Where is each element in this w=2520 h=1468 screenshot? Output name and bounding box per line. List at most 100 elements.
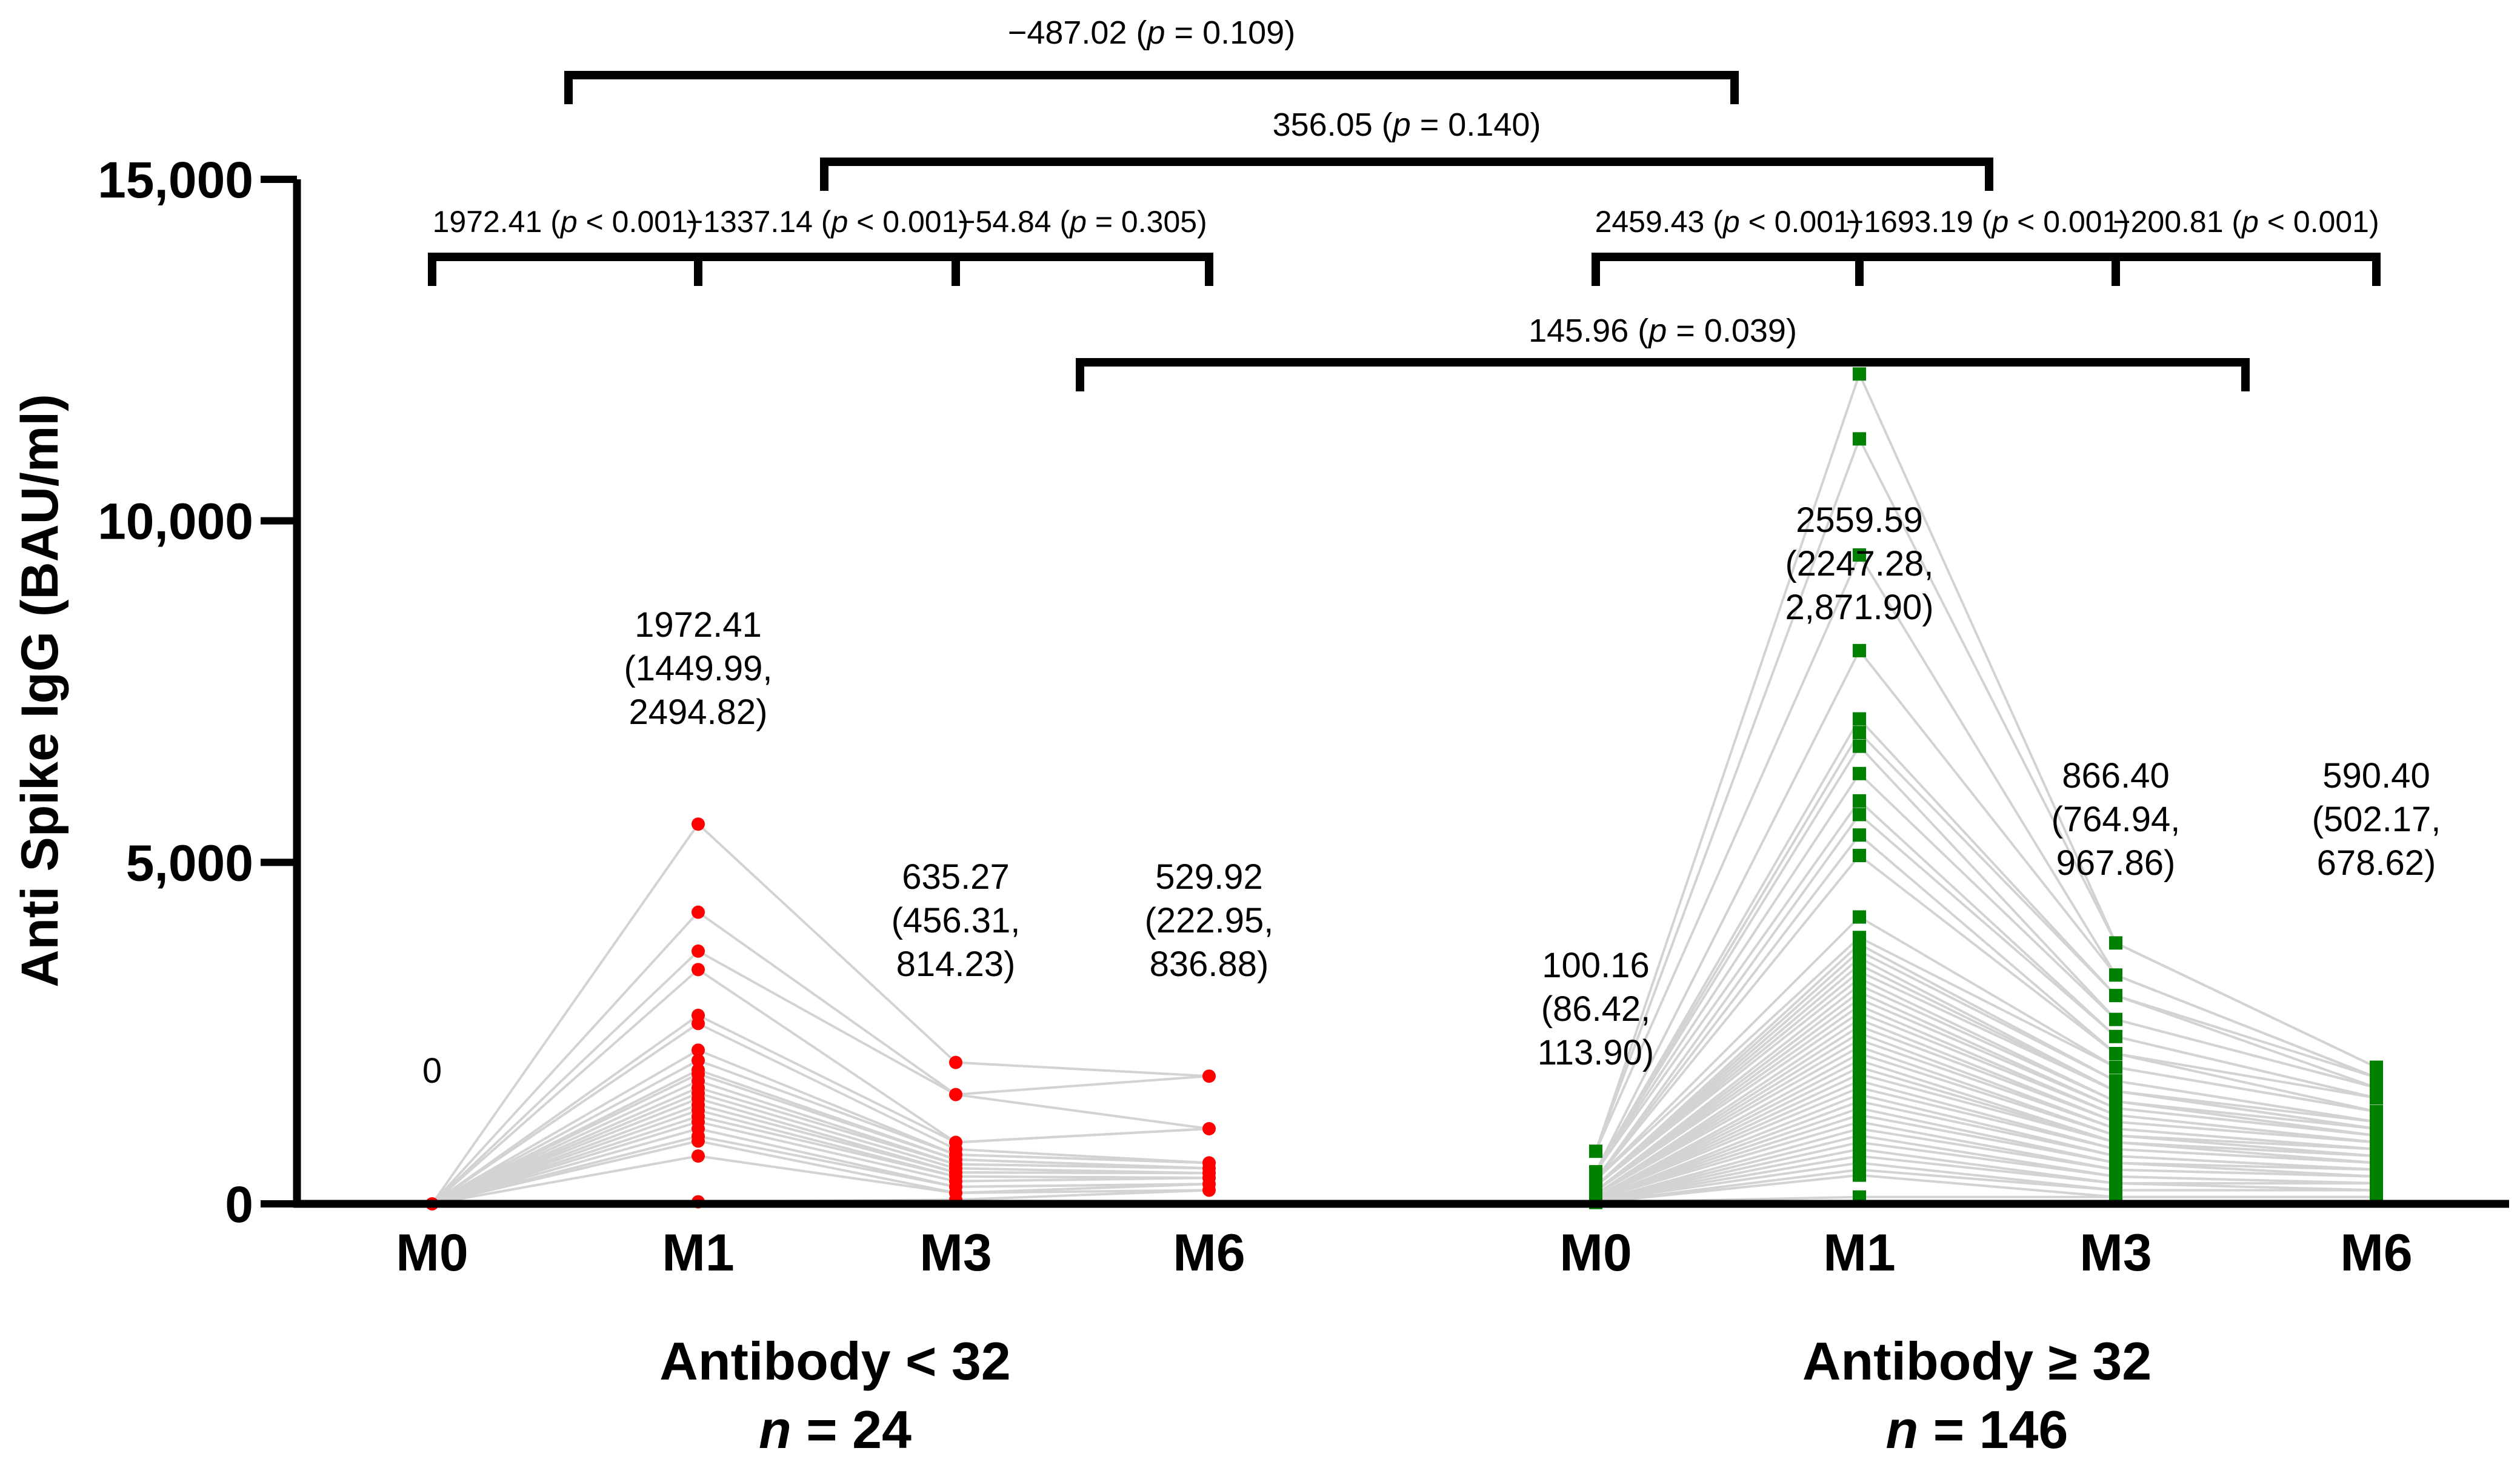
subject-trajectory-line bbox=[1595, 854, 2377, 1181]
data-point bbox=[1589, 1144, 1602, 1158]
data-points bbox=[425, 367, 2383, 1211]
median-annotation: (1449.99, bbox=[624, 649, 772, 688]
subject-trajectory-line bbox=[1595, 1120, 2377, 1201]
subject-trajectory-line bbox=[1595, 744, 2377, 1173]
data-point bbox=[692, 1134, 705, 1148]
data-point bbox=[1853, 739, 1866, 753]
median-annotation: (86.42, bbox=[1541, 989, 1651, 1029]
subject-trajectory-line bbox=[1595, 956, 2377, 1187]
data-point bbox=[949, 1088, 962, 1101]
spaghetti-lines bbox=[431, 370, 2377, 1205]
comparison-label: −54.84 (p = 0.305) bbox=[958, 205, 1207, 239]
y-axis-label: Anti Spike IgG (BAU/ml) bbox=[11, 394, 69, 987]
data-point bbox=[1853, 726, 1866, 740]
median-annotation: 1972.41 bbox=[635, 605, 762, 645]
subject-trajectory-line bbox=[1595, 991, 2377, 1192]
data-point bbox=[2370, 1081, 2383, 1095]
x-tick-label-m1: M1 bbox=[662, 1224, 734, 1282]
comparison-label: 1972.41 (p < 0.001) bbox=[433, 205, 698, 239]
comparison-label: 356.05 (p = 0.140) bbox=[1273, 107, 1541, 143]
subject-trajectory-line bbox=[1595, 1107, 2377, 1200]
subject-trajectory-line bbox=[1595, 370, 2377, 1152]
data-point bbox=[2109, 1012, 2122, 1026]
subject-trajectory-line bbox=[1595, 1093, 2377, 1200]
x-tick-label-m0: M0 bbox=[396, 1224, 468, 1282]
subject-trajectory-line bbox=[1595, 1155, 2377, 1203]
data-point bbox=[1853, 766, 1866, 780]
x-tick-label-m3: M3 bbox=[2079, 1224, 2152, 1282]
data-point bbox=[692, 1043, 705, 1057]
data-point bbox=[692, 1054, 705, 1068]
subject-trajectory-line bbox=[1595, 799, 2377, 1173]
comparison-label: 2459.43 (p < 0.001) bbox=[1595, 205, 1861, 239]
subject-trajectory-line bbox=[1595, 730, 2377, 1173]
median-annotation: 100.16 bbox=[1542, 946, 1649, 985]
data-point bbox=[1853, 548, 1866, 562]
median-annotation: 2,871.90) bbox=[1785, 588, 1933, 627]
subject-trajectory-line bbox=[432, 1127, 1210, 1205]
data-point bbox=[1853, 712, 1866, 726]
subject-trajectory-line bbox=[1595, 1018, 2377, 1195]
data-point bbox=[1853, 794, 1866, 808]
subject-trajectory-line bbox=[1595, 1059, 2377, 1198]
y-tick-label: 15,000 bbox=[98, 151, 253, 208]
subject-trajectory-line bbox=[431, 822, 1210, 1205]
y-tick-label: 5,000 bbox=[126, 834, 253, 891]
data-point bbox=[692, 817, 705, 831]
data-point bbox=[692, 963, 705, 977]
data-point bbox=[1853, 643, 1866, 657]
data-point bbox=[2109, 1074, 2122, 1088]
group-label: Antibody < 32 bbox=[659, 1331, 1010, 1391]
subject-trajectory-line bbox=[1595, 963, 2377, 1187]
median-annotation: 2494.82) bbox=[629, 692, 768, 732]
data-point bbox=[2109, 968, 2122, 982]
comparison-label: −1693.19 (p < 0.001) bbox=[1846, 205, 2129, 239]
subject-trajectory-line bbox=[1595, 1147, 2376, 1203]
subject-trajectory-line bbox=[1595, 1045, 2377, 1195]
subject-trajectory-line bbox=[432, 1120, 1210, 1205]
subject-trajectory-line bbox=[1595, 1161, 2376, 1203]
median-annotation: 814.23) bbox=[896, 945, 1016, 984]
x-tick-label-m6: M6 bbox=[1173, 1224, 1245, 1282]
subject-trajectory-line bbox=[432, 1079, 1210, 1205]
median-annotation: 113.90) bbox=[1538, 1033, 1654, 1072]
median-annotation: 2559.59 bbox=[1796, 500, 1923, 540]
data-point bbox=[2370, 1071, 2383, 1084]
subject-trajectory-line bbox=[431, 910, 1210, 1205]
comparison-label: 145.96 (p = 0.039) bbox=[1528, 313, 1797, 349]
subject-trajectory-line bbox=[1595, 833, 2377, 1181]
data-point bbox=[949, 1055, 962, 1069]
subject-trajectory-line bbox=[432, 1109, 1210, 1205]
subject-trajectory-line bbox=[431, 1049, 1210, 1205]
data-point bbox=[1853, 1168, 1866, 1182]
subject-trajectory-line bbox=[1595, 1174, 2376, 1204]
x-tick-label-m0: M0 bbox=[1559, 1224, 1632, 1282]
median-annotation: (502.17, bbox=[2312, 800, 2441, 839]
subject-trajectory-line bbox=[432, 1092, 1210, 1205]
median-annotation: 967.86) bbox=[2056, 843, 2176, 883]
x-tick-label-m6: M6 bbox=[2340, 1224, 2412, 1282]
data-point bbox=[1853, 828, 1866, 842]
data-point bbox=[1853, 910, 1866, 924]
data-point bbox=[1202, 1121, 1216, 1135]
median-annotation: (222.95, bbox=[1145, 901, 1274, 940]
data-point bbox=[692, 944, 705, 958]
subject-trajectory-line bbox=[1595, 552, 2377, 1152]
data-point bbox=[2109, 936, 2122, 950]
x-tick-label-m1: M1 bbox=[1823, 1224, 1895, 1282]
data-point bbox=[692, 905, 705, 919]
y-tick-label: 0 bbox=[225, 1176, 253, 1233]
data-point bbox=[1853, 432, 1866, 446]
median-annotation: 590.40 bbox=[2322, 756, 2430, 795]
data-point bbox=[2370, 1104, 2383, 1118]
subject-trajectory-line bbox=[1595, 1004, 2377, 1192]
median-annotation: 866.40 bbox=[2062, 756, 2169, 795]
subject-trajectory-line bbox=[1595, 436, 2377, 1152]
comparison-label: −200.81 (p < 0.001) bbox=[2113, 205, 2379, 239]
data-point bbox=[2109, 989, 2122, 1003]
subject-trajectory-line bbox=[1595, 1072, 2377, 1198]
median-annotation: (2247.28, bbox=[1785, 544, 1933, 583]
data-point bbox=[2109, 1060, 2122, 1074]
